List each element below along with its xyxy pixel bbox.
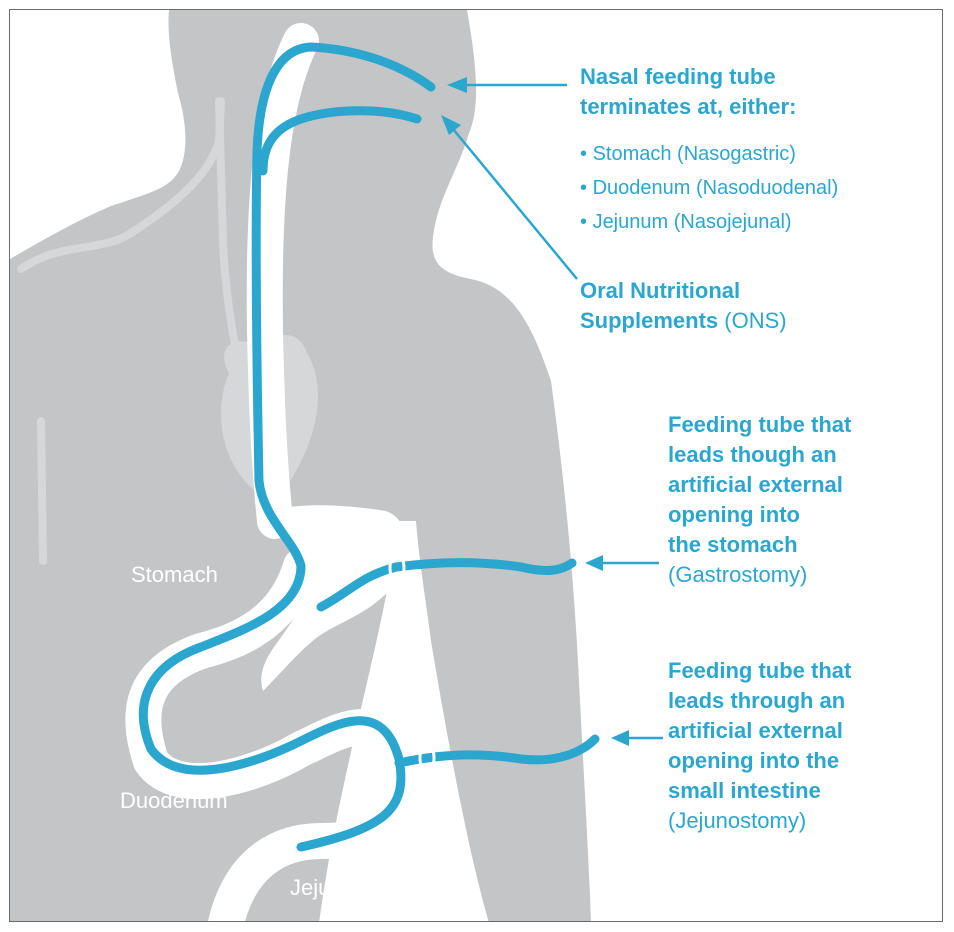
jejunostomy-arrowhead xyxy=(611,730,629,746)
ons-line2: Supplements xyxy=(580,308,718,333)
ons-line1: Oral Nutritional xyxy=(580,278,740,303)
vessel-arm xyxy=(41,421,43,561)
gastrostomy-name: (Gastrostomy) xyxy=(668,562,807,587)
jejunum-label: Jejunum xyxy=(290,875,373,901)
jejunostomy-callout: Feeding tube that leads through an artif… xyxy=(668,656,851,836)
jejunostomy-line-4: opening into the xyxy=(668,748,839,773)
gastrostomy-line-4: opening into xyxy=(668,502,800,527)
nasal-heading-line1: Nasal feeding tube xyxy=(580,64,776,89)
jejunostomy-line-2: leads through an xyxy=(668,688,845,713)
gastrostomy-callout: Feeding tube that leads though an artifi… xyxy=(668,410,851,590)
jejunostomy-line-5: small intestine xyxy=(668,778,821,803)
gastrostomy-line-2: leads though an xyxy=(668,442,837,467)
gastrostomy-line-5: the stomach xyxy=(668,532,798,557)
nasal-heading-line2: terminates at, either: xyxy=(580,94,796,119)
nasal-callout: Nasal feeding tube terminates at, either… xyxy=(580,62,796,122)
ons-arrow xyxy=(453,129,577,279)
gastrostomy-arrowhead xyxy=(585,555,603,571)
nasal-options-list: Stomach (Nasogastric) Duodenum (Nasoduod… xyxy=(580,137,838,239)
duodenum-label: Duodenum xyxy=(120,788,228,814)
gastrostomy-line-3: artificial external xyxy=(668,472,843,497)
diagram-frame: Stomach Duodenum Jejunum Nasal feeding t… xyxy=(9,9,943,922)
nasal-option-stomach: Stomach (Nasogastric) xyxy=(580,137,838,171)
nasal-option-jejunum: Jejunum (Nasojejunal) xyxy=(580,205,838,239)
body-silhouette xyxy=(10,10,591,922)
jejunostomy-name: (Jejunostomy) xyxy=(668,808,806,833)
jejunostomy-line-1: Feeding tube that xyxy=(668,658,851,683)
gastrostomy-line-1: Feeding tube that xyxy=(668,412,851,437)
nasal-option-duodenum: Duodenum (Nasoduodenal) xyxy=(580,171,838,205)
ons-callout: Oral Nutritional Supplements (ONS) xyxy=(580,276,787,336)
ons-abbr: (ONS) xyxy=(724,308,786,333)
stomach-label: Stomach xyxy=(131,562,218,588)
jejunostomy-line-3: artificial external xyxy=(668,718,843,743)
